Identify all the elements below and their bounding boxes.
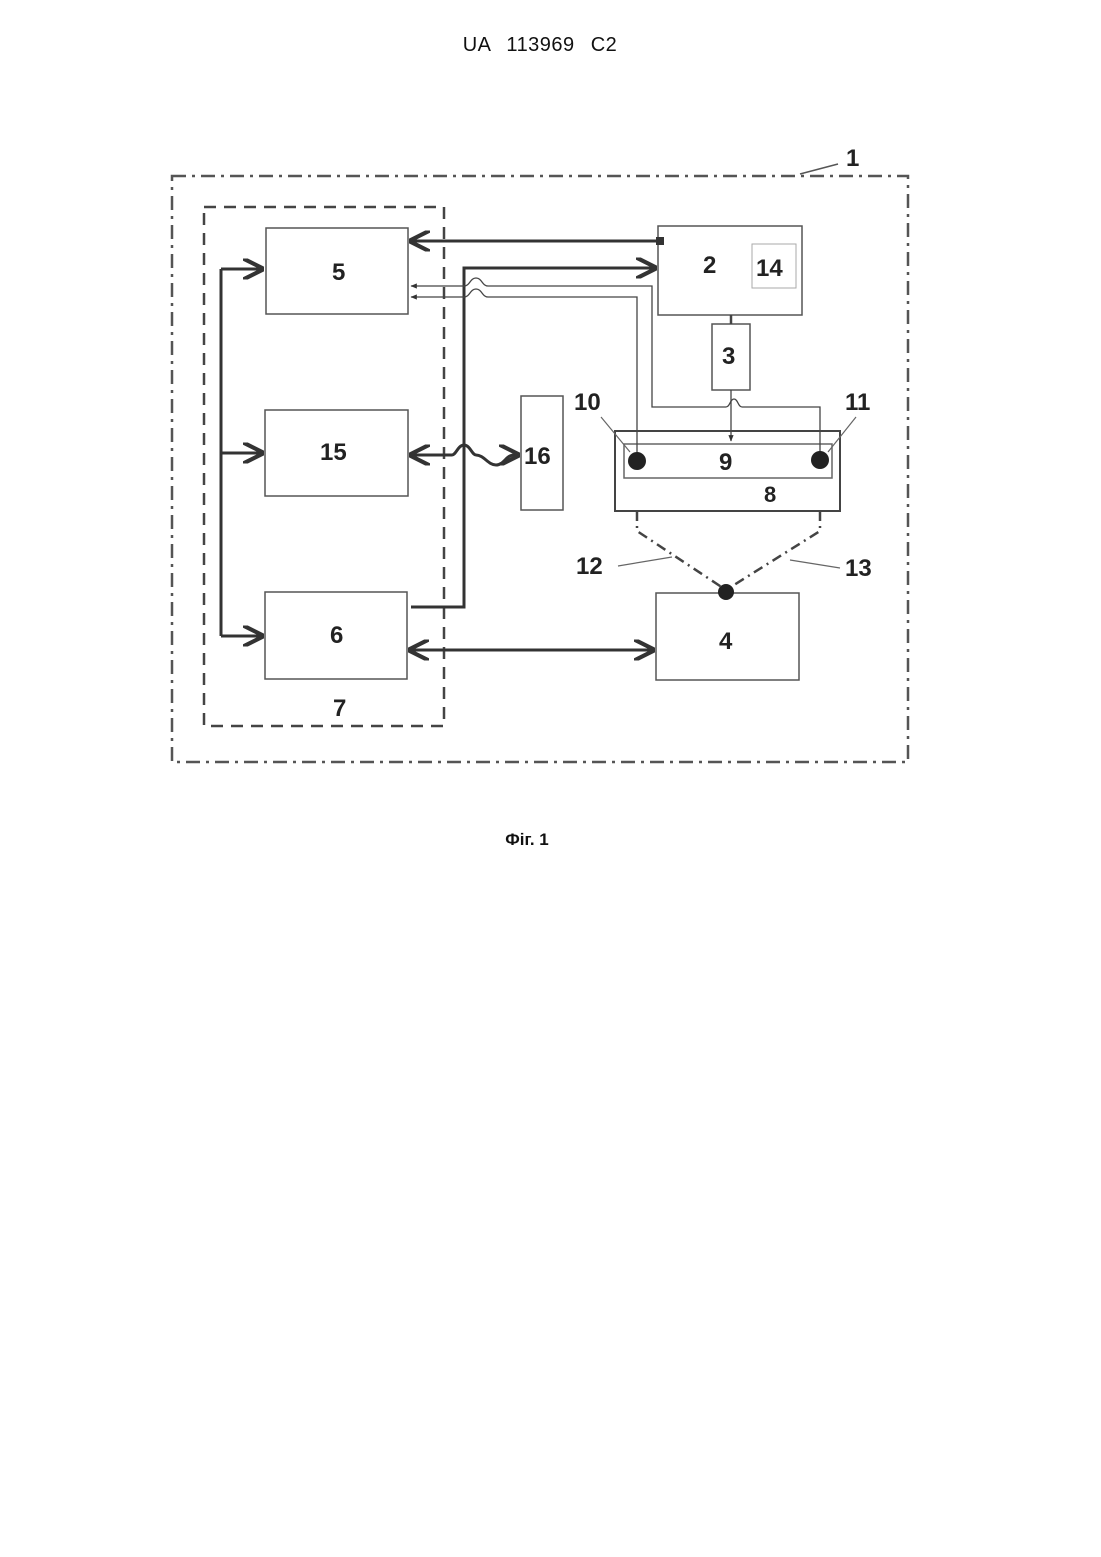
label-4: 4 (719, 628, 733, 655)
label-13: 13 (845, 555, 872, 582)
label-1: 1 (846, 145, 859, 172)
label-7: 7 (333, 695, 346, 722)
sensor-11 (811, 451, 829, 469)
label-16: 16 (524, 443, 551, 470)
label-2: 2 (703, 252, 716, 279)
internal-bus (221, 269, 262, 636)
junction-12-13 (718, 584, 734, 600)
label-9: 9 (719, 449, 732, 476)
leader-1 (800, 164, 838, 174)
leader-12 (618, 557, 672, 566)
junction-node (656, 237, 664, 245)
leader-13 (790, 560, 840, 568)
label-6: 6 (330, 622, 343, 649)
label-14: 14 (756, 255, 783, 282)
label-3: 3 (722, 343, 735, 370)
line-13 (726, 511, 820, 590)
figure-caption: Фіг. 1 (0, 830, 1054, 850)
sensor-10 (628, 452, 646, 470)
label-15: 15 (320, 439, 347, 466)
label-11: 11 (845, 389, 870, 416)
line-12 (637, 511, 726, 590)
label-12: 12 (576, 553, 603, 580)
label-10: 10 (574, 389, 601, 416)
label-8: 8 (764, 482, 776, 507)
label-5: 5 (332, 259, 345, 286)
